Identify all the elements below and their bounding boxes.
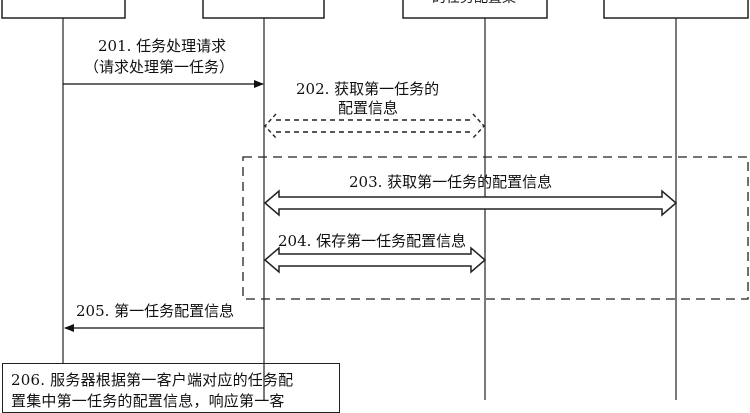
message-206-line2: 置集中第一任务的配置信息，响应第一客 xyxy=(11,392,285,410)
message-201-line1: 201. 任务处理请求 xyxy=(98,37,227,55)
message-202-line1: 202. 获取第一任务的 xyxy=(296,80,440,98)
message-201-line2: （请求处理第一任务） xyxy=(84,58,235,76)
arrow-203 xyxy=(263,189,678,217)
participant-box-2 xyxy=(202,0,325,19)
message-204-label: 204. 保存第一任务配置信息 xyxy=(278,232,467,250)
message-202-line2: 配置信息 xyxy=(338,99,399,117)
arrow-202 xyxy=(264,113,485,139)
participant-box-4 xyxy=(603,0,749,19)
step-206-note: 206. 服务器根据第一客户端对应的任务配 置集中第一任务的配置信息，响应第一客 xyxy=(2,363,340,413)
message-206-line1: 206. 服务器根据第一客户端对应的任务配 xyxy=(11,371,294,389)
participant-box-1 xyxy=(1,0,126,19)
message-203-label: 203. 获取第一任务的配置信息 xyxy=(349,173,553,191)
arrow-204 xyxy=(263,246,487,274)
message-205-label: 205. 第一任务配置信息 xyxy=(76,302,235,320)
participant-box-3 xyxy=(402,0,548,19)
sequence-diagram xyxy=(1,0,749,400)
dashed-group-frame xyxy=(242,156,749,300)
